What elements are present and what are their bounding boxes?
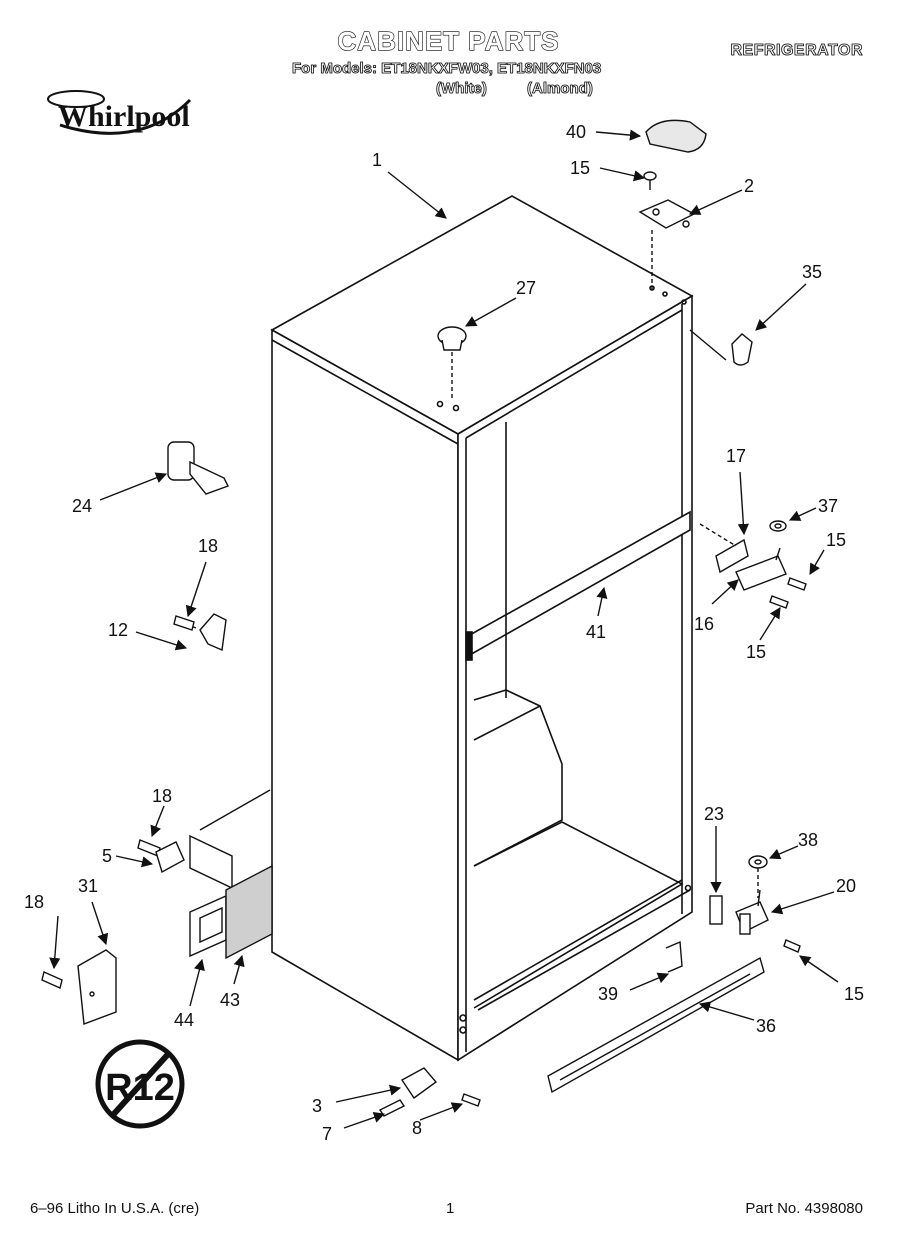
callout-20: 20 xyxy=(836,876,856,896)
part-24-door-stop xyxy=(167,441,229,495)
part-3-roller-bracket xyxy=(400,1067,438,1099)
callout-24: 24 xyxy=(72,496,92,516)
callout-16: 16 xyxy=(694,614,714,634)
part-18-screw-upper xyxy=(173,615,195,631)
part-39-clip xyxy=(665,940,683,973)
part-27-plug-button xyxy=(437,326,467,351)
callout-2: 2 xyxy=(744,176,754,196)
callout-15-top: 15 xyxy=(570,158,590,178)
callout-12: 12 xyxy=(108,620,128,640)
callout-18-lower: 18 xyxy=(24,892,44,912)
callout-39: 39 xyxy=(598,984,618,1004)
variant-white: (White) xyxy=(436,80,488,98)
callout-15-center-lower: 15 xyxy=(746,642,766,662)
part-16-center-hinge xyxy=(735,547,787,591)
part-15-screw-bottom xyxy=(783,939,801,953)
part-number: Part No. 4398080 xyxy=(745,1200,863,1217)
print-info: 6–96 Litho In U.S.A. (cre) xyxy=(30,1200,200,1217)
callout-37: 37 xyxy=(818,496,838,516)
callout-18-upper: 18 xyxy=(198,536,218,556)
leader-lines xyxy=(49,129,839,1129)
part-17-hinge-shim xyxy=(715,538,749,574)
brand-swoosh-icon xyxy=(47,90,192,135)
part-35-hinge-pin-cover xyxy=(731,333,753,366)
part-8-screw xyxy=(461,1093,481,1107)
no-r12-symbol-icon: R12 xyxy=(95,1039,185,1129)
part-2-top-hinge xyxy=(638,199,696,229)
cabinet-body xyxy=(270,195,694,1062)
callout-44: 44 xyxy=(174,1010,194,1030)
part-23-shim xyxy=(709,895,723,925)
callout-1: 1 xyxy=(372,150,382,170)
callout-numbers: 40 15 2 1 35 27 24 18 12 17 37 15 16 15 … xyxy=(24,122,864,1144)
model-numbers: For Models: ET18NKXFW03, ET18NKXFN03 xyxy=(292,60,602,78)
variant-almond: (Almond) xyxy=(527,80,594,98)
part-40-hinge-cover xyxy=(645,119,707,153)
callout-38: 38 xyxy=(798,830,818,850)
part-15-screw-top xyxy=(643,171,657,190)
part-36-toe-grille xyxy=(547,956,765,1094)
callout-36: 36 xyxy=(756,1016,776,1036)
part-15-screws-center xyxy=(769,577,807,609)
callout-17: 17 xyxy=(726,446,746,466)
callout-41: 41 xyxy=(586,622,606,642)
callout-3: 3 xyxy=(312,1096,322,1116)
callout-40: 40 xyxy=(566,122,586,142)
callout-7: 7 xyxy=(322,1124,332,1144)
callout-15-bottom: 15 xyxy=(844,984,864,1004)
callout-31: 31 xyxy=(78,876,98,896)
part-38-washer xyxy=(748,855,768,869)
callout-43: 43 xyxy=(220,990,240,1010)
callout-15-center-upper: 15 xyxy=(826,530,846,550)
callout-5: 5 xyxy=(102,846,112,866)
part-31-cover xyxy=(77,949,117,1025)
part-37-washer xyxy=(769,520,787,532)
diagram-title: CABINET PARTS xyxy=(337,25,560,56)
part-18-screw-lower xyxy=(41,971,63,989)
part-5-bracket xyxy=(137,789,271,890)
callout-35: 35 xyxy=(802,262,822,282)
part-43-insulation-pad xyxy=(225,864,273,960)
page-number: 1 xyxy=(446,1200,455,1217)
appliance-type: REFRIGERATOR xyxy=(730,42,863,60)
callout-18-middle: 18 xyxy=(152,786,172,806)
callout-23: 23 xyxy=(704,804,724,824)
callout-27: 27 xyxy=(516,278,536,298)
part-20-bottom-hinge xyxy=(735,889,769,935)
part-44-plate xyxy=(189,894,227,958)
callout-8: 8 xyxy=(412,1118,422,1138)
